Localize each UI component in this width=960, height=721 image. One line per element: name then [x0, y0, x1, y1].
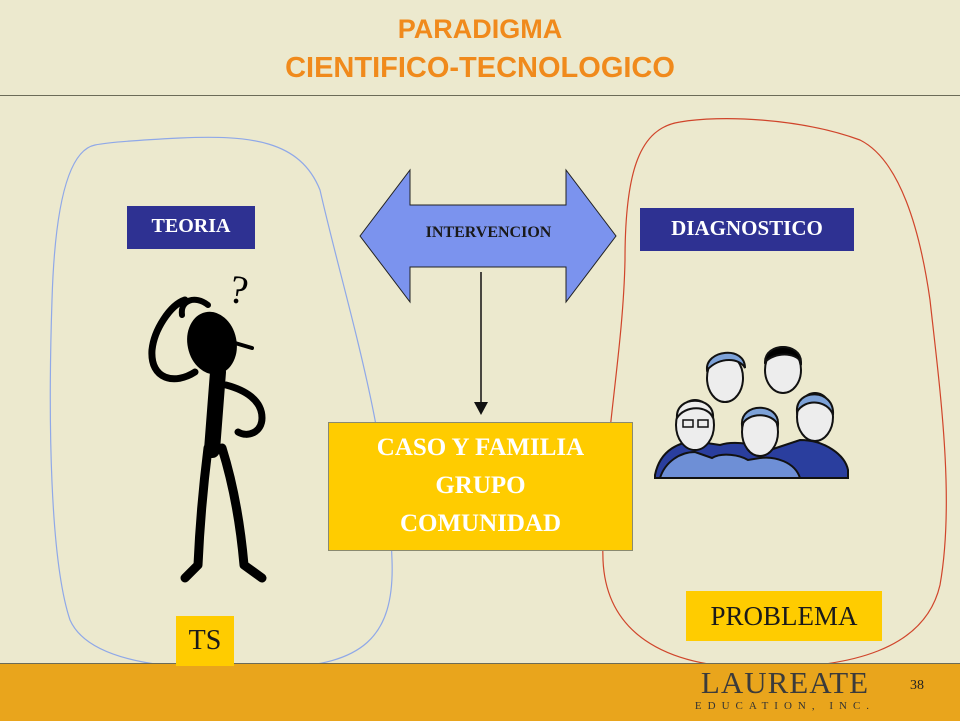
people-group-icon: [654, 346, 849, 479]
target-groups-box: CASO Y FAMILIA GRUPO COMUNIDAD: [328, 422, 633, 551]
theory-label: TEORIA: [127, 206, 255, 249]
diagnosis-label: DIAGNOSTICO: [640, 208, 854, 251]
header-divider: [0, 95, 960, 96]
footer-bar: [0, 663, 960, 721]
theory-region-outline: [49, 136, 393, 670]
logo-name: LAUREATE: [700, 665, 870, 700]
page-number: 38: [910, 678, 924, 693]
target-line-3: COMUNIDAD: [399, 510, 562, 537]
intervention-label: INTERVENCION: [425, 224, 552, 241]
problem-label: PROBLEMA: [686, 591, 882, 641]
title-line-2: CIENTIFICO-TECNOLOGICO: [285, 52, 675, 84]
diagnosis-region-outline: [602, 118, 947, 669]
down-arrow-head: [474, 402, 488, 415]
thinking-person-icon: [148, 296, 267, 583]
question-mark: ?: [226, 266, 251, 313]
ts-label: TS: [176, 616, 234, 666]
laureate-logo: LAUREATE EDUCATION, INC.: [690, 665, 880, 713]
title-line-1: PARADIGMA: [397, 14, 563, 44]
intervention-double-arrow: [359, 168, 617, 304]
logo-subtitle: EDUCATION, INC.: [694, 700, 876, 712]
target-line-1: CASO Y FAMILIA: [376, 434, 585, 461]
target-line-2: GRUPO: [435, 472, 526, 499]
